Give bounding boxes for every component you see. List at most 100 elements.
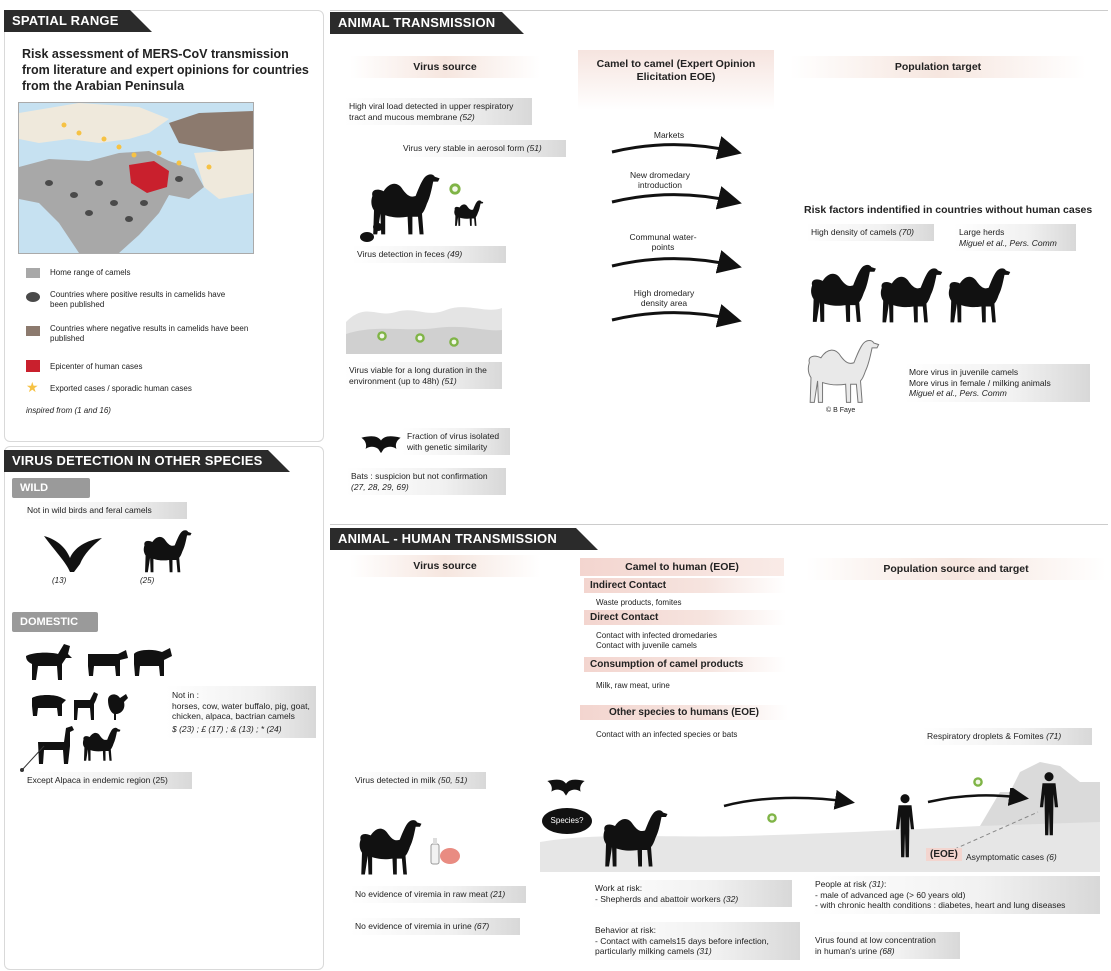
consumption-heading: Consumption of camel products [584, 657, 786, 672]
milk-bottle-icon [430, 838, 440, 865]
wild-ref-camel: (25) [140, 576, 155, 585]
virus-icon [767, 813, 777, 823]
note-viable: Virus viable for a long duration in the … [344, 362, 502, 389]
not-in-box: Not in : horses, cow, water buffalo, pig… [166, 686, 316, 738]
note-aerosol: Virus very stable in aerosol form (51) [398, 140, 566, 157]
virus-icon [449, 183, 461, 195]
direct-contact-heading: Direct Contact [584, 610, 786, 625]
bat-silhouette [547, 779, 585, 796]
legend-swatch-positive [26, 292, 40, 302]
human-col-camel: Camel to human (EOE) [580, 558, 784, 576]
note-herds: Large herds Miguel et al., Pers. Comm [954, 224, 1076, 251]
not-in-refs: $ (23) ; £ (17) ; & (13) ; * (24) [172, 723, 282, 734]
spatial-range-header: SPATIAL RANGE [4, 10, 152, 32]
legend-label-home: Home range of camels [50, 268, 131, 277]
arrow-label-introduction: New dromedary introduction [630, 170, 690, 190]
human-col-target: Population source and target [806, 558, 1106, 580]
species-bubble: Species? [542, 808, 592, 834]
transmission-arrows [611, 136, 742, 328]
cow-silhouette [88, 650, 128, 676]
note-bats: Bats : suspicion but not confirmation (2… [346, 468, 506, 495]
bird-silhouette [44, 536, 102, 572]
legend-swatch-home [26, 268, 40, 278]
virus-icon [973, 777, 983, 787]
indirect-contact-items: Waste products, fomites [596, 598, 682, 607]
photo-credit: © B Faye [826, 407, 856, 414]
animal-human-header: ANIMAL - HUMAN TRANSMISSION [330, 528, 598, 550]
legend-label-positive: Countries where positive results in came… [50, 290, 226, 309]
arrow-label-density: High dromedary density area [633, 288, 695, 308]
note-milk: Virus detected in milk (50, 51) [350, 772, 486, 789]
consumption-items: Milk, raw meat, urine [596, 681, 670, 690]
pig-silhouette [32, 695, 66, 716]
goat-silhouette [74, 692, 98, 720]
arrow-label-markets: Markets [653, 130, 685, 140]
animal-panel-border [330, 10, 1108, 11]
camel-sketch [807, 339, 880, 403]
species-label: Species? [550, 816, 584, 825]
note-viremia-urine: No evidence of viremia in urine (67) [350, 918, 520, 935]
eoe-badge: (EOE) [926, 848, 962, 861]
camel-herd-3 [948, 268, 1011, 323]
alpaca-silhouette [38, 726, 74, 764]
raw-meat-icon [440, 848, 460, 864]
animal-transmission-header: ANIMAL TRANSMISSION [330, 12, 524, 34]
note-people-risk: People at risk (31): - male of advanced … [810, 876, 1100, 914]
bat-silhouette [361, 436, 401, 454]
human-col-source: Virus source [350, 555, 540, 577]
note-urine-human: Virus found at low concentration in huma… [810, 932, 960, 959]
asymptomatic-link [947, 811, 1039, 853]
note-behavior-risk: Behavior at risk: - Contact with camels1… [590, 922, 800, 960]
direct-contact-items: Contact with infected dromedaries Contac… [596, 631, 717, 650]
human-figure-1 [895, 794, 915, 858]
note-droplets: Respiratory droplets & Fomites (71) [922, 728, 1092, 745]
camel-milk-scene [359, 820, 422, 875]
asymptomatic-note: Asymptomatic cases (6) [966, 852, 1057, 862]
chicken-silhouette [108, 694, 128, 720]
risk-factors-title: Risk factors indentified in countries wi… [804, 204, 1093, 216]
feces-drops [360, 223, 383, 242]
animal-col-camel: Camel to camel (Expert Opinion Elicitati… [578, 50, 774, 110]
human-panel-border [330, 524, 1108, 525]
map [18, 102, 254, 254]
legend: Home range of camels Countries where pos… [26, 268, 316, 418]
legend-label-exported: Exported cases / sporadic human cases [50, 384, 192, 393]
camel-herd-1 [811, 264, 876, 322]
domestic-label: DOMESTIC [12, 612, 98, 632]
star-icon: ★ [26, 379, 39, 395]
note-juvenile: More virus in juvenile camels More virus… [904, 364, 1090, 402]
arrow-label-water: Communal water-points [629, 232, 697, 252]
human-to-human-arrow [927, 788, 1029, 806]
wild-ref-bird: (13) [52, 576, 67, 585]
other-species-items: Contact with an infected species or bats [596, 730, 738, 739]
wild-label: WILD [12, 478, 90, 498]
horse-silhouette [26, 644, 72, 680]
note-viral-load: High viral load detected in upper respir… [344, 98, 532, 125]
virus-icon [449, 337, 459, 347]
environment-landscape [346, 307, 502, 354]
note-fraction: Fraction of virus isolated with genetic … [402, 428, 510, 455]
feral-camel-silhouette [143, 530, 192, 573]
legend-swatch-epicenter [26, 360, 40, 372]
camel-to-human-arrow [723, 789, 855, 810]
note-work-risk: Work at risk: - Shepherds and abattoir w… [590, 880, 792, 907]
camel-herd-2 [880, 268, 943, 323]
virus-icon [415, 333, 425, 343]
legend-label-negative: Countries where negative results in came… [50, 324, 249, 343]
note-density: High density of camels (70) [806, 224, 934, 241]
spatial-title: Risk assessment of MERS-CoV transmission… [22, 47, 309, 93]
animal-col-target: Population target [790, 56, 1086, 78]
camel-human-scene [603, 810, 668, 867]
virus-icon [377, 331, 387, 341]
indirect-contact-heading: Indirect Contact [584, 578, 786, 593]
pointer-line [20, 745, 45, 772]
legend-label-epicenter: Epicenter of human cases [50, 362, 143, 371]
other-species-heading: Other species to humans (EOE) [580, 705, 788, 720]
buffalo-silhouette [134, 648, 172, 676]
legend-swatch-negative [26, 326, 40, 336]
animal-col-source: Virus source [350, 56, 540, 78]
animal-col-camel-label: Camel to camel (Expert Opinion Elicitati… [596, 58, 756, 83]
not-in-title: Not in : [172, 690, 199, 700]
other-species-header: VIRUS DETECTION IN OTHER SPECIES [4, 450, 290, 472]
not-in-list: horses, cow, water buffalo, pig, goat, c… [172, 700, 310, 722]
